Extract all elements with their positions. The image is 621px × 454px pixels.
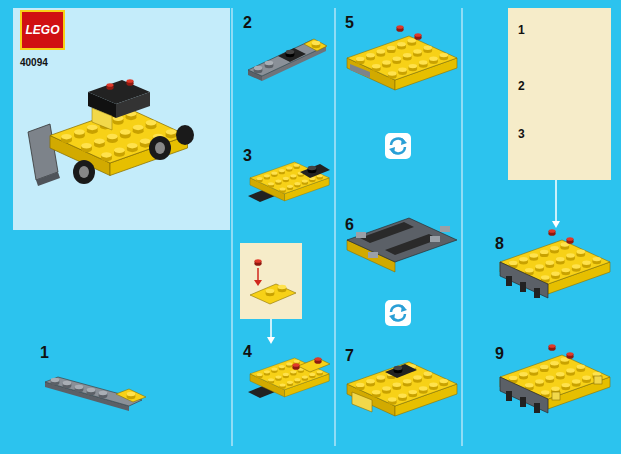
step-3-parts — [248, 162, 330, 202]
step-9-parts — [500, 344, 610, 413]
logo-box: LEGO — [20, 10, 65, 50]
detail-inset — [240, 243, 302, 319]
step-number: 7 — [345, 348, 354, 364]
sub-step-number: 1 — [518, 24, 525, 36]
step-number: 2 — [243, 15, 252, 31]
cover-truck — [28, 79, 194, 186]
sub-step-number: 2 — [518, 80, 525, 92]
step-number: 3 — [243, 148, 252, 164]
step-4-inset-parts — [250, 259, 296, 304]
step-1-parts — [45, 377, 146, 411]
step-8-parts — [500, 229, 610, 298]
step-5-parts — [347, 25, 457, 90]
step-number: 9 — [495, 346, 504, 362]
rotate-icon — [385, 300, 411, 326]
step-7-parts — [347, 362, 457, 416]
step-number: 5 — [345, 15, 354, 31]
step-2-parts — [248, 39, 327, 81]
set-number: 40094 — [20, 58, 48, 68]
leader-line — [555, 180, 557, 222]
column-divider — [232, 8, 462, 446]
detail-inset: 1 2 3 — [508, 8, 611, 180]
brand-logo: LEGO — [25, 24, 59, 36]
sub-step-number: 3 — [518, 128, 525, 140]
leader-arrow — [267, 337, 275, 344]
leader-line — [270, 319, 272, 338]
step-number: 8 — [495, 236, 504, 252]
cover-panel — [13, 8, 230, 230]
step-number: 1 — [40, 345, 49, 361]
step-number: 4 — [243, 344, 252, 360]
step-6-parts — [347, 218, 457, 272]
rotate-icon — [385, 133, 411, 159]
step-4-parts — [248, 357, 330, 398]
step-number: 6 — [345, 217, 354, 233]
leader-arrow — [552, 221, 560, 228]
